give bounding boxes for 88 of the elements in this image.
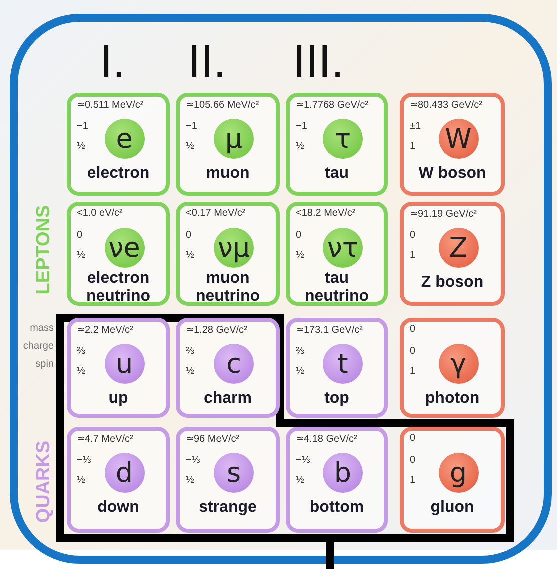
- spin-value: ½: [186, 141, 194, 152]
- mass-value: ≃173.1 GeV/c²: [296, 324, 363, 336]
- particle-name: charm: [202, 390, 254, 408]
- spin-value: ½: [296, 475, 304, 486]
- particle-name: muon: [205, 165, 251, 183]
- spin-value: ½: [77, 141, 86, 152]
- particle-card: [400, 93, 505, 196]
- row-caption: spin: [36, 360, 54, 370]
- spin-value: ½: [296, 366, 304, 377]
- spin-value: 1: [410, 475, 416, 486]
- generation-numeral: III.: [293, 38, 344, 84]
- spin-value: 1: [410, 250, 416, 261]
- particle-card: [400, 427, 505, 533]
- mass-value: ≃80.433 GeV/c²: [410, 99, 482, 111]
- mass-value: <18.2 MeV/c²: [296, 208, 356, 219]
- mass-value: ≃0.511 MeV/c²: [77, 99, 144, 111]
- particle-card: [400, 318, 505, 418]
- charge-value: ⅔: [186, 346, 194, 357]
- charge-value: −⅓: [186, 455, 200, 466]
- mass-value: 0: [410, 433, 416, 444]
- particle-card: [286, 427, 388, 533]
- particle-name: electron: [86, 165, 151, 183]
- spin-value: ½: [186, 250, 194, 261]
- mass-value: ≃4.18 GeV/c²: [296, 433, 358, 445]
- row-group-label: QUARKS: [34, 440, 54, 524]
- spin-value: ½: [77, 250, 86, 261]
- particle-name: bottom: [308, 499, 366, 517]
- generation-numeral: I.: [100, 38, 126, 84]
- particle-name: top: [324, 390, 350, 408]
- particle-card: [286, 202, 388, 306]
- mass-value: ≃105.66 MeV/c²: [186, 99, 260, 111]
- particle-name: muon neutrino: [195, 270, 261, 306]
- particle-card: [67, 93, 170, 196]
- charge-value: −1: [186, 121, 198, 132]
- spin-value: 1: [410, 141, 416, 152]
- particle-name: electron neutrino: [86, 270, 152, 306]
- spin-value: ½: [77, 366, 86, 377]
- particle-name: tau: [324, 165, 350, 183]
- particle-card: [176, 93, 280, 196]
- mass-value: ≃1.7768 GeV/c²: [296, 99, 368, 111]
- row-caption: charge: [23, 342, 54, 352]
- charge-value: −1: [296, 121, 308, 132]
- particle-name: down: [96, 499, 140, 517]
- spin-value: ½: [77, 475, 86, 486]
- mass-value: ≃91.19 GeV/c²: [410, 208, 477, 220]
- charge-value: 0: [77, 230, 83, 241]
- particle-card: [67, 202, 170, 306]
- spin-value: ½: [296, 250, 304, 261]
- particle-card: [67, 427, 170, 533]
- charge-value: 0: [410, 230, 416, 241]
- spin-value: 1: [410, 366, 416, 377]
- generation-numeral: II.: [188, 38, 226, 84]
- particle-card: [176, 427, 280, 533]
- charge-value: −⅓: [77, 455, 92, 466]
- mass-value: ≃2.2 MeV/c²: [77, 324, 134, 336]
- particle-name: Z boson: [420, 274, 485, 292]
- particle-card: [286, 93, 388, 196]
- particle-name: tau neutrino: [304, 270, 370, 306]
- spin-value: ½: [296, 141, 304, 152]
- particle-name: W boson: [418, 165, 488, 183]
- particle-name: strange: [198, 499, 258, 517]
- particle-card: [400, 202, 505, 306]
- charge-value: ±1: [410, 121, 422, 132]
- mass-value: ≃96 MeV/c²: [186, 433, 240, 445]
- mass-value: ≃4.7 MeV/c²: [77, 433, 134, 445]
- charge-value: 0: [296, 230, 302, 241]
- row-caption: mass: [30, 324, 54, 334]
- particle-card: [67, 318, 170, 418]
- particle-name: gluon: [430, 499, 476, 517]
- particle-card: [286, 318, 388, 418]
- charge-value: −1: [77, 121, 88, 132]
- mass-value: 0: [410, 324, 416, 335]
- particle-card: [176, 318, 280, 418]
- charge-value: 0: [186, 230, 192, 241]
- charge-value: 0: [410, 455, 416, 466]
- particle-name: up: [108, 390, 130, 408]
- mass-value: <0.17 MeV/c²: [186, 208, 246, 219]
- spin-value: ½: [186, 475, 194, 486]
- spin-value: ½: [186, 366, 194, 377]
- row-group-label: LEPTONS: [34, 205, 54, 295]
- particle-name: photon: [424, 390, 481, 408]
- charge-value: 0: [410, 346, 416, 357]
- particle-card: [176, 202, 280, 306]
- charge-value: ⅔: [77, 346, 86, 357]
- mass-value: <1.0 eV/c²: [77, 208, 123, 219]
- charge-value: ⅔: [296, 346, 304, 357]
- charge-value: −⅓: [296, 455, 310, 466]
- mass-value: ≃1.28 GeV/c²: [186, 324, 248, 336]
